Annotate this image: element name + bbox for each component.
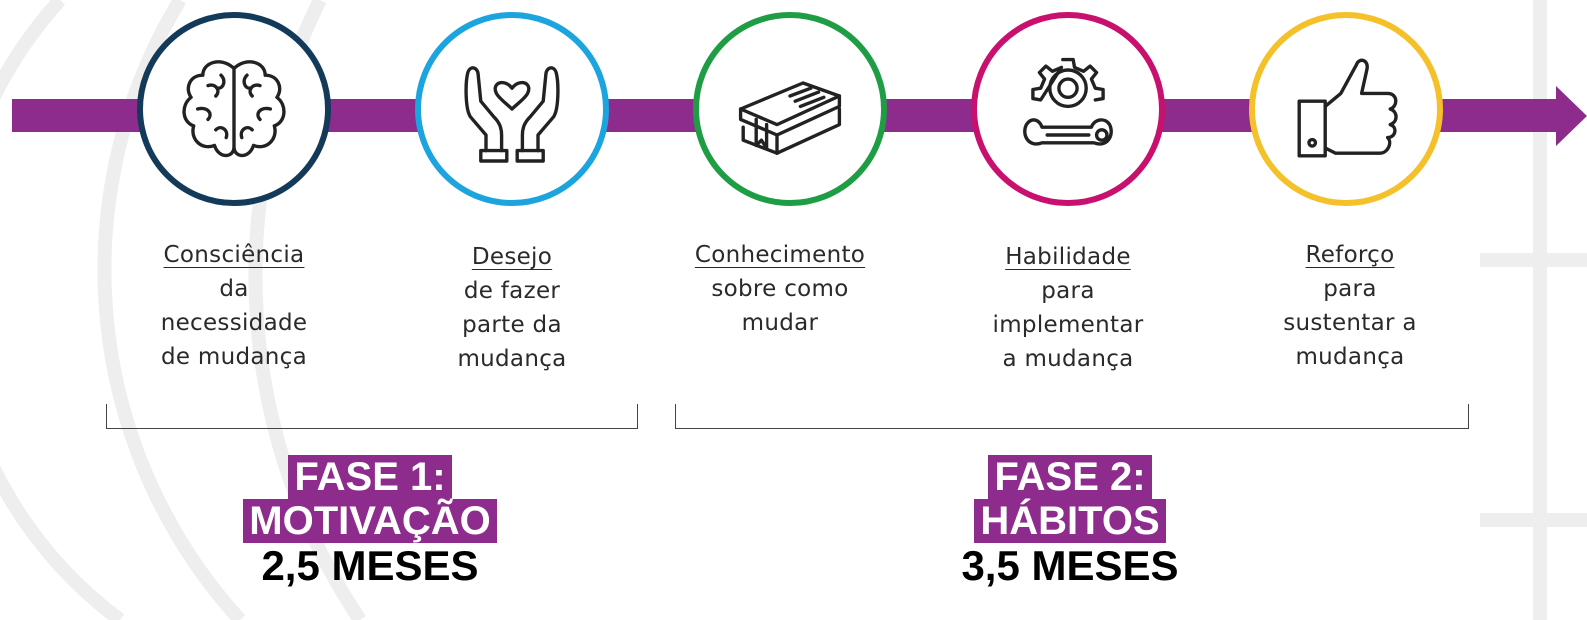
stage-desc-line: sobre como (711, 276, 849, 302)
stage-circle (1249, 12, 1443, 206)
thumbs-up-icon (1297, 58, 1398, 158)
stage-label-reforco: Reforço para sustentar a mudança (1240, 238, 1460, 374)
stage-desc-line: sustentar a (1283, 310, 1417, 336)
stage-title: Conhecimento (694, 242, 866, 268)
phase-duration: 3,5 MESES (961, 542, 1179, 589)
stage-desejo (412, 12, 612, 206)
brain-icon (182, 60, 286, 158)
stage-label-consciencia: Consciência da necessidade de mudança (134, 238, 334, 374)
stage-title: Habilidade (1005, 244, 1131, 270)
stage-desc-line: parte da (462, 312, 562, 338)
stage-desc-line: de fazer (463, 278, 561, 304)
phase-title-line1: FASE 1: (288, 455, 452, 499)
phase-2: FASE 2: HÁBITOS 3,5 MESES (870, 455, 1270, 589)
stage-habilidade (968, 12, 1168, 206)
stage-desc-line: necessidade (160, 310, 308, 336)
stage-circle (415, 12, 609, 206)
stage-desc-line: a mudança (1002, 346, 1134, 372)
stage-circle (971, 12, 1165, 206)
stage-title: Reforço (1305, 242, 1395, 268)
stage-circle (137, 12, 331, 206)
stage-desc-line: implementar (992, 312, 1144, 338)
stage-desc-line: para (1323, 276, 1377, 302)
stage-desc-line: da (219, 276, 249, 302)
stage-title: Desejo (471, 244, 553, 270)
books-icon (738, 81, 842, 155)
stage-circle (693, 12, 887, 206)
phase-2-bracket (675, 404, 1469, 429)
stage-label-desejo: Desejo de fazer parte da mudança (412, 240, 612, 376)
phase-1: FASE 1: MOTIVAÇÃO 2,5 MESES (170, 455, 570, 589)
stage-desc-line: mudar (741, 310, 819, 336)
phase-duration: 2,5 MESES (261, 542, 479, 589)
stage-title: Consciência (163, 242, 305, 268)
phase-1-bracket (106, 404, 638, 429)
phase-title-line2: MOTIVAÇÃO (243, 499, 497, 543)
stage-desc-line: mudança (1295, 344, 1405, 370)
stage-desc-line: mudança (457, 346, 567, 372)
timeline-arrow-head (1556, 86, 1587, 146)
gear-wrench-icon (1023, 57, 1113, 146)
stage-reforco (1246, 12, 1446, 206)
stage-consciencia (134, 12, 334, 206)
hands-heart-icon (464, 66, 560, 163)
stage-conhecimento (690, 12, 890, 206)
stage-desc-line: de mudança (160, 344, 308, 370)
stage-desc-line: para (1041, 278, 1095, 304)
phase-title-line1: FASE 2: (988, 455, 1152, 499)
stage-label-habilidade: Habilidade para implementar a mudança (958, 240, 1178, 376)
phase-title-line2: HÁBITOS (974, 499, 1166, 543)
stage-label-conhecimento: Conhecimento sobre como mudar (670, 238, 890, 340)
